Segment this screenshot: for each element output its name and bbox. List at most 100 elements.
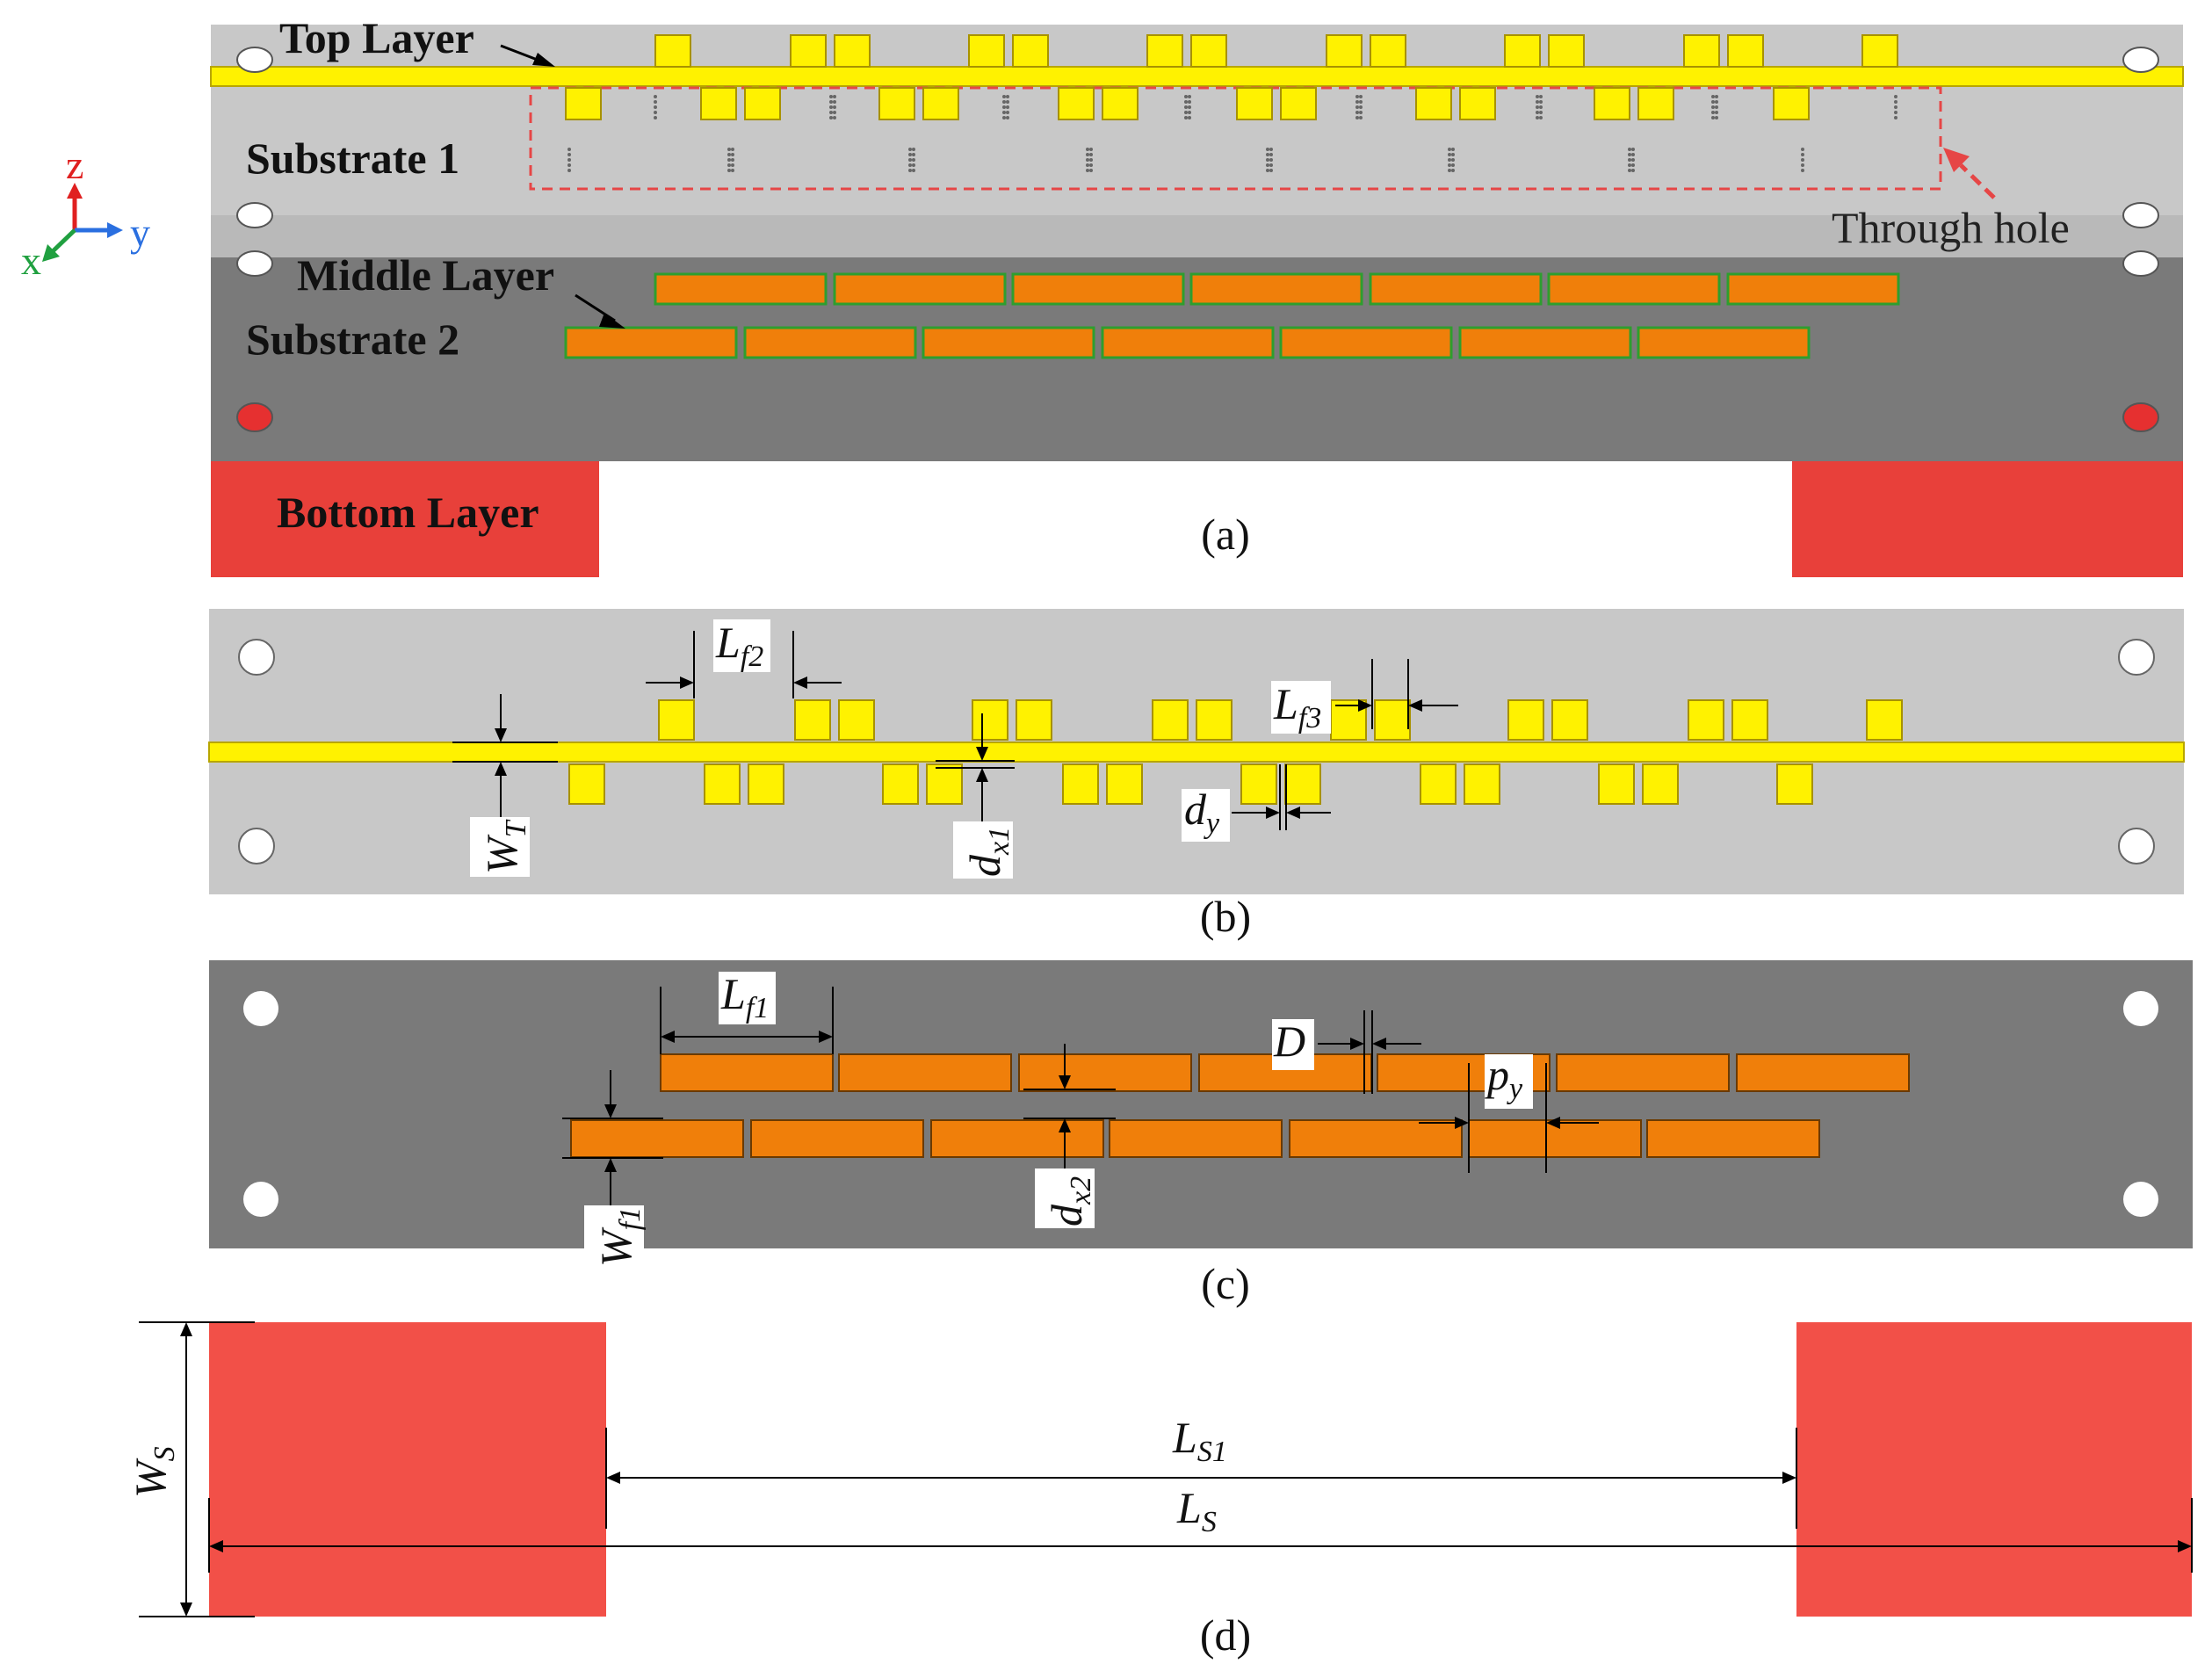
arrowhead — [495, 728, 507, 742]
mounting-hole — [2118, 828, 2155, 865]
via-dot — [1631, 148, 1635, 151]
top-patch — [1062, 763, 1099, 805]
axis-label-z: z — [66, 142, 83, 187]
top-patch — [1464, 763, 1500, 805]
top-patch — [1415, 87, 1452, 120]
top-patch — [1284, 763, 1321, 805]
via-dot — [567, 148, 571, 151]
via-dot — [567, 163, 571, 167]
via-dot — [908, 163, 912, 167]
dim-Lf2: Lf2 — [646, 618, 842, 698]
via-dot — [1539, 105, 1543, 109]
hole-bottom-contact — [2122, 402, 2159, 432]
arrowhead — [42, 244, 60, 262]
middle-patch — [930, 1119, 1104, 1158]
top-patch — [834, 34, 871, 68]
dim-D: D — [1272, 1010, 1421, 1094]
top-patch — [1240, 763, 1277, 805]
mounting-hole — [2122, 47, 2159, 73]
via-dot — [912, 153, 915, 156]
via-dot — [833, 100, 836, 104]
via-dot — [1184, 95, 1188, 98]
via-dot — [833, 105, 836, 109]
top-patch — [565, 87, 602, 120]
bottom-layer-right — [1792, 461, 2183, 577]
top-patch — [790, 34, 827, 68]
dim-label-dx1: dx1 — [960, 827, 1016, 877]
via-dot — [727, 153, 731, 156]
top-patch — [1190, 34, 1227, 68]
dim-label-bg — [953, 821, 1013, 879]
middle-patches-row-2 — [570, 1119, 1820, 1158]
hole-bottom-contact — [236, 402, 273, 432]
via-dot — [1086, 148, 1089, 151]
middle-patch — [1556, 1053, 1730, 1092]
via-dot — [1715, 105, 1718, 109]
via-dot — [912, 169, 915, 172]
top-layer-feedline — [210, 66, 2184, 87]
mounting-hole — [2122, 250, 2159, 277]
label-through-hole: Through hole — [1832, 203, 2070, 252]
middle-patch — [1289, 1119, 1463, 1158]
via-dot — [731, 163, 734, 167]
arrowhead — [1372, 1038, 1386, 1050]
dim-label-Lf2: Lf2 — [715, 618, 763, 673]
arrowhead — [1782, 1472, 1796, 1484]
via-dot — [1006, 95, 1009, 98]
top-patch — [1861, 34, 1898, 68]
dim-label-py: py — [1485, 1050, 1523, 1105]
dim-label-Wf1: Wf1 — [591, 1207, 647, 1267]
via-dot — [1089, 148, 1093, 151]
arrowhead — [1358, 699, 1372, 712]
middle-patches-row-1 — [654, 272, 1900, 306]
via-dot — [1184, 111, 1188, 114]
middle-patch — [570, 1119, 744, 1158]
middle-patch — [838, 1053, 1012, 1092]
top-patch — [654, 34, 691, 68]
via-dot — [1715, 116, 1718, 119]
middle-patch — [1547, 272, 1721, 306]
via-dot — [829, 105, 833, 109]
via-dot — [1355, 105, 1359, 109]
via-dot — [1269, 158, 1273, 162]
arrowhead — [1286, 807, 1300, 819]
via-dot — [1266, 169, 1269, 172]
via-dot — [567, 169, 571, 172]
dim-label-bg — [470, 817, 530, 877]
arrowhead — [1059, 1118, 1071, 1132]
top-patch — [568, 763, 605, 805]
mounting-holes — [243, 991, 2158, 1217]
top-patch — [1146, 34, 1183, 68]
middle-patch — [922, 326, 1095, 359]
via-dot — [1089, 163, 1093, 167]
mounting-holes — [236, 47, 2159, 432]
caption-a: (a) — [1201, 510, 1250, 559]
top-patch — [1731, 699, 1768, 741]
via-dot — [1266, 158, 1269, 162]
via-dot — [1628, 148, 1631, 151]
via-dot — [1448, 148, 1451, 151]
middle-patch — [564, 326, 738, 359]
via-dot — [1006, 116, 1009, 119]
mounting-hole — [238, 828, 275, 865]
top-patch — [1370, 34, 1406, 68]
via-dot — [829, 100, 833, 104]
top-patch — [1196, 699, 1233, 741]
middle-patch — [1101, 326, 1275, 359]
via-dot — [1355, 100, 1359, 104]
via-dot — [1631, 153, 1635, 156]
via-dot — [727, 148, 731, 151]
via-dot — [1801, 153, 1804, 156]
mounting-hole — [236, 47, 273, 73]
arrowhead — [819, 1031, 833, 1043]
via-dot — [1711, 95, 1715, 98]
middle-patch — [1109, 1119, 1283, 1158]
via-dot — [1184, 100, 1188, 104]
axis-label-y: y — [130, 210, 150, 255]
via-dot — [1002, 105, 1006, 109]
via-dot — [1631, 169, 1635, 172]
dim-label-dy: dy — [1184, 785, 1220, 840]
via-dot — [1539, 100, 1543, 104]
arrowhead — [1266, 807, 1280, 819]
via-dot — [727, 163, 731, 167]
